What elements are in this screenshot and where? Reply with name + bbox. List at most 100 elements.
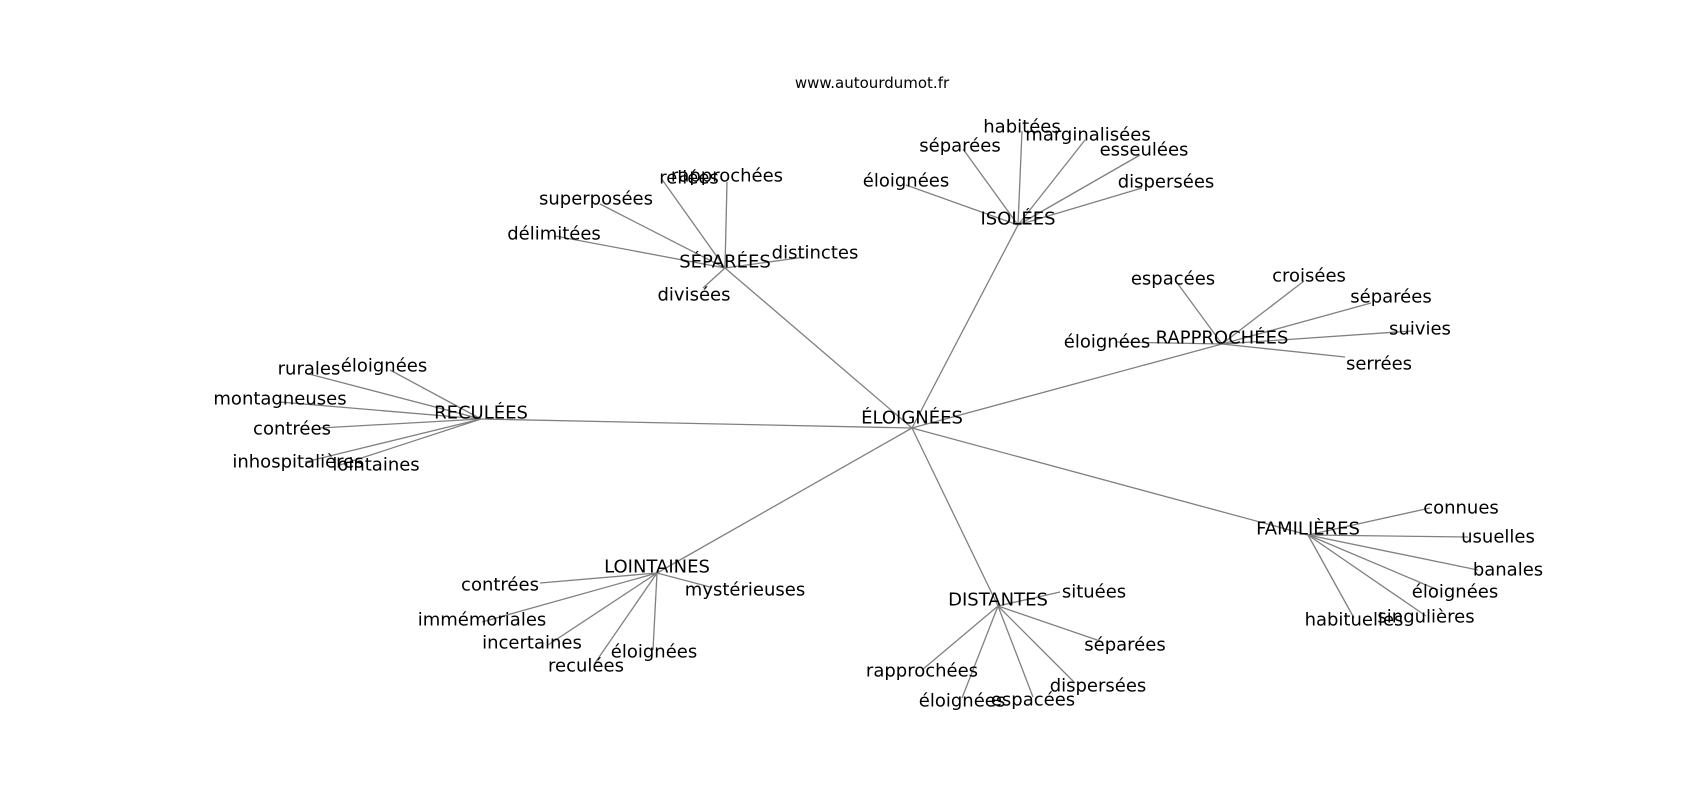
edge-hub-4-leaf-1 (1307, 534, 1469, 538)
edge-center-to-2 (911, 343, 1223, 429)
leaf-word[interactable]: connues (1423, 498, 1499, 519)
edge-center-to-0 (724, 267, 913, 429)
edge-hub-5-leaf-1 (656, 572, 711, 588)
edge-hub-2-leaf-3 (1221, 330, 1413, 345)
edge-hub-3-leaf-0 (308, 373, 482, 420)
leaf-word[interactable]: croisées (1272, 266, 1346, 287)
leaf-word[interactable]: distinctes (772, 243, 859, 264)
hub-word[interactable]: LOINTAINES (604, 557, 710, 578)
edge-center-to-5 (656, 427, 913, 574)
edge-hub-0-leaf-4 (724, 256, 806, 269)
leaf-word[interactable]: inhospitalières (232, 452, 363, 473)
edge-hub-5-leaf-3 (547, 572, 658, 646)
edge-hub-3-leaf-1 (389, 369, 482, 420)
center-word[interactable]: ÉLOIGNÉES (861, 407, 963, 429)
leaf-word[interactable]: séparées (1084, 635, 1165, 656)
leaf-word[interactable]: immémoriales (418, 610, 547, 631)
edge-center-to-6 (911, 427, 999, 607)
edge-hub-6-leaf-0 (997, 591, 1061, 607)
leaf-word[interactable]: usuelles (1461, 527, 1535, 548)
leaf-word[interactable]: contrées (461, 575, 539, 596)
edge-hub-0-leaf-0 (660, 177, 726, 269)
site-label: www.autourdumot.fr (795, 74, 950, 92)
leaf-word[interactable]: superposées (539, 189, 653, 210)
edge-hub-2-leaf-5 (1221, 343, 1346, 358)
leaf-word[interactable]: banales (1473, 560, 1543, 581)
leaf-word[interactable]: reliées (659, 168, 719, 189)
hub-word[interactable]: RECULÉES (434, 402, 528, 424)
edge-hub-3-leaf-4 (304, 418, 482, 463)
leaf-word[interactable]: éloignées (1412, 582, 1498, 603)
leaf-word[interactable]: séparées (919, 136, 1000, 157)
leaf-word[interactable]: éloignées (863, 171, 949, 192)
leaf-word[interactable]: lointaines (332, 455, 419, 476)
edge-hub-4-leaf-3 (1307, 534, 1439, 591)
hub-word[interactable]: DISTANTES (948, 590, 1048, 611)
edge-center-to-3 (480, 418, 913, 429)
leaf-word[interactable]: montagneuses (213, 389, 346, 410)
leaf-word[interactable]: serrées (1346, 354, 1412, 375)
hub-word[interactable]: ISOLÉES (980, 208, 1055, 230)
edge-hub-2-leaf-2 (1221, 302, 1372, 345)
leaf-word[interactable]: contrées (253, 419, 331, 440)
leaf-word[interactable]: éloignées (1064, 332, 1150, 353)
edge-hub-6-leaf-1 (997, 605, 1101, 642)
edge-hub-3-leaf-5 (339, 418, 482, 466)
leaf-word[interactable]: séparées (1350, 287, 1431, 308)
edge-hub-5-leaf-0 (539, 572, 658, 584)
edge-hub-5-leaf-2 (481, 572, 658, 623)
edge-hub-1-leaf-1 (962, 148, 1019, 226)
labels-layer: ÉLOIGNÉESSÉPARÉESreliéesrapprochéessuper… (213, 117, 1543, 712)
edge-hub-1-leaf-3 (1017, 154, 1141, 226)
leaf-word[interactable]: reculées (548, 656, 624, 677)
edge-center-to-4 (911, 427, 1309, 536)
edge-hub-0-leaf-3 (554, 235, 726, 269)
edge-hub-6-leaf-5 (997, 605, 1034, 698)
leaf-word[interactable]: habitées (983, 117, 1060, 138)
edge-hub-5-leaf-4 (652, 572, 658, 651)
leaf-word[interactable]: délimitées (507, 224, 601, 245)
edge-hub-2-leaf-1 (1221, 280, 1305, 345)
edge-center-to-1 (911, 224, 1019, 429)
edge-hub-3-leaf-3 (319, 418, 482, 429)
leaf-word[interactable]: singulières (1377, 607, 1474, 628)
leaf-word[interactable]: dispersées (1118, 172, 1215, 193)
edge-hub-4-leaf-4 (1307, 534, 1427, 617)
edge-hub-2-leaf-0 (1177, 283, 1223, 345)
leaf-word[interactable]: situées (1062, 582, 1126, 603)
leaf-word[interactable]: incertaines (482, 633, 582, 654)
edge-hub-3-leaf-2 (279, 401, 482, 420)
leaf-word[interactable]: éloignées (341, 356, 427, 377)
edge-hub-0-leaf-5 (702, 267, 726, 289)
leaf-word[interactable]: rapprochées (671, 166, 783, 187)
hub-word[interactable]: SÉPARÉES (679, 251, 771, 273)
leaf-word[interactable]: espacées (1131, 269, 1215, 290)
edge-hub-2-leaf-4 (1115, 341, 1223, 345)
edge-hub-1-leaf-5 (1017, 187, 1143, 226)
leaf-word[interactable]: divisées (658, 285, 731, 306)
leaf-word[interactable]: rapprochées (866, 661, 978, 682)
leaf-word[interactable]: éloignées (611, 642, 697, 663)
edge-hub-6-leaf-4 (961, 605, 999, 699)
edge-hub-6-leaf-3 (997, 605, 1076, 684)
leaf-word[interactable]: suivies (1389, 319, 1451, 340)
leaf-word[interactable]: mystérieuses (685, 580, 805, 601)
leaf-word[interactable]: dispersées (1050, 676, 1147, 697)
edge-hub-0-leaf-1 (724, 181, 728, 269)
leaf-word[interactable]: marginalisées (1025, 125, 1150, 146)
edges-layer (279, 130, 1479, 699)
leaf-word[interactable]: espacées (991, 690, 1075, 711)
edge-hub-4-leaf-0 (1307, 507, 1431, 536)
hub-word[interactable]: FAMILIÈRES (1256, 518, 1360, 540)
leaf-word[interactable]: esseulées (1100, 140, 1189, 161)
edge-hub-0-leaf-2 (599, 203, 726, 269)
hub-word[interactable]: RAPPROCHÉES (1156, 327, 1289, 349)
edge-hub-5-leaf-5 (594, 572, 658, 664)
edge-hub-1-leaf-2 (1017, 139, 1086, 226)
edge-hub-4-leaf-2 (1307, 534, 1479, 571)
leaf-word[interactable]: rurales (278, 359, 341, 380)
leaf-word[interactable]: habituelles (1305, 610, 1404, 631)
leaf-word[interactable]: éloignées (919, 691, 1005, 712)
edge-hub-6-leaf-2 (921, 605, 999, 671)
